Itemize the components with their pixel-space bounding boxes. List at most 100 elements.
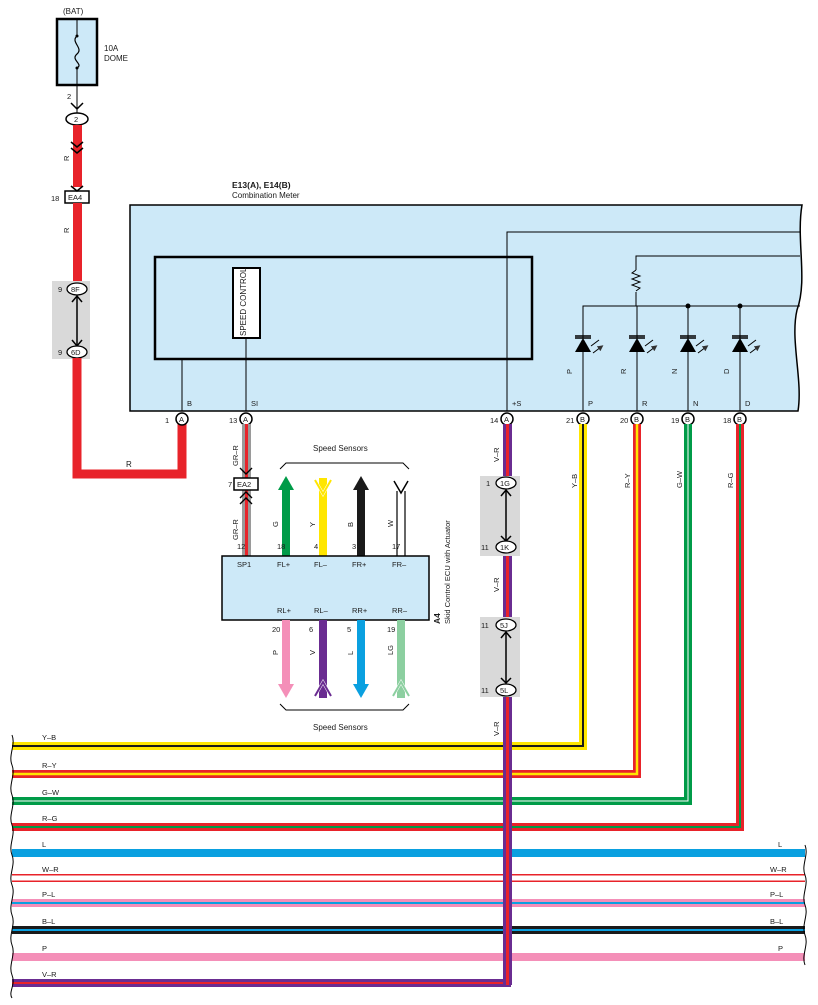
led-label: P xyxy=(565,369,574,374)
meter-pin-name: SI xyxy=(251,399,258,408)
connector-1k xyxy=(495,540,517,554)
c6d-name: 6D xyxy=(71,348,81,357)
meter-pin-name: R xyxy=(642,399,648,408)
ecu-pin-name: FR+ xyxy=(352,560,367,569)
ecu-pin-num: 4 xyxy=(314,542,318,551)
junction-dot xyxy=(685,303,691,309)
meter-pin-1: B 1 A xyxy=(165,399,192,426)
led-icon-r: R xyxy=(619,335,655,374)
speed-sensors-top-label: Speed Sensors xyxy=(313,444,368,453)
meter-subtitle: Combination Meter xyxy=(232,191,300,200)
meter-pin-conn: A xyxy=(504,415,509,424)
fuse-pin: 2 xyxy=(67,92,71,101)
led-icon-n: N xyxy=(670,335,706,374)
meter-pin-name: +S xyxy=(512,399,521,408)
speed-sensors-bottom-label: Speed Sensors xyxy=(313,723,368,732)
sensor-wire-p: P xyxy=(271,620,294,698)
meter-pin-name: P xyxy=(588,399,593,408)
meter-pin-num: 20 xyxy=(620,416,628,425)
sensor-wire-w: W xyxy=(386,480,409,556)
c5l-name: 5L xyxy=(500,686,508,695)
ecu-pin-name: RR– xyxy=(392,606,408,615)
bus-label-left: L xyxy=(42,840,46,849)
c5l-pin: 11 xyxy=(481,686,489,695)
c8f-name: 8F xyxy=(71,285,80,294)
sensor-wire-label: Y xyxy=(308,522,317,527)
sensor-wire-label: G xyxy=(271,521,280,527)
skid-control-ecu xyxy=(221,555,430,621)
junction-pin: 2 xyxy=(74,115,78,124)
ecu-pin-name: RL+ xyxy=(277,606,292,615)
ecu-pin-num: 3 xyxy=(352,542,356,551)
meter-pin-name: D xyxy=(745,399,751,408)
ecu-pin-name: RL– xyxy=(314,606,329,615)
bus-label-left: G–W xyxy=(42,788,60,797)
c6d-pin: 9 xyxy=(58,348,62,357)
ecu-pin-num: 17 xyxy=(392,542,400,551)
sensor-wire-b: B xyxy=(346,476,369,556)
ecu-pin-num: 19 xyxy=(387,625,395,634)
break-line-left xyxy=(10,734,14,999)
led-icon-p: P xyxy=(565,335,601,374)
wire-gr-r xyxy=(242,424,251,560)
meter-pin-conn: B xyxy=(685,415,690,424)
ea4-name: EA4 xyxy=(68,193,82,202)
wire-y-b xyxy=(12,424,587,750)
ecu-pin-name: FR– xyxy=(392,560,407,569)
meter-pin-num: 14 xyxy=(490,416,498,425)
sensor-wire-g: G xyxy=(271,476,294,556)
led-label: N xyxy=(670,369,679,374)
break-line-right xyxy=(803,844,807,966)
wire-v-r-overlay xyxy=(503,697,512,985)
meter-pin-num: 18 xyxy=(723,416,731,425)
wire-label-gr-r-2: GR–R xyxy=(231,519,240,540)
bus-label-left: V–R xyxy=(42,970,57,979)
junction-dot xyxy=(737,303,743,309)
sensor-wire-label: LG xyxy=(386,645,395,655)
meter-pin-conn: A xyxy=(179,415,184,424)
meter-pin-conn: B xyxy=(634,415,639,424)
ecu-pin-name: FL– xyxy=(314,560,328,569)
resistor-icon xyxy=(630,269,642,292)
sensor-wire-label: B xyxy=(346,522,355,527)
meter-pin-num: 1 xyxy=(165,416,169,425)
wire-label-v-r-1: V–R xyxy=(492,447,501,462)
led-label: D xyxy=(722,368,731,374)
bus-label-right: L xyxy=(778,840,782,849)
ecu-pin-num: 20 xyxy=(272,625,280,634)
ecu-pin-name: SP1 xyxy=(237,560,251,569)
wire-label-y-b: Y–B xyxy=(570,474,579,488)
bus-label-left: B–L xyxy=(42,917,55,926)
sensor-wire-lg: LG xyxy=(386,620,411,698)
ea2-pin: 7 xyxy=(228,480,232,489)
bus-label-left: W–R xyxy=(42,865,59,874)
wire-red-top xyxy=(73,125,82,187)
sensor-wire-label: W xyxy=(386,519,395,527)
led-icon-d: D xyxy=(722,335,758,374)
bus-label-left: P–L xyxy=(42,890,55,899)
meter-title: E13(A), E14(B) xyxy=(232,180,291,190)
bus-label-right: W–R xyxy=(770,865,787,874)
meter-pin-connector xyxy=(175,412,189,426)
led-label: R xyxy=(619,368,628,374)
ecu-pin-name: FL+ xyxy=(277,560,291,569)
sensor-wire-label: P xyxy=(271,650,280,655)
ea2-name: EA2 xyxy=(237,480,251,489)
ecu-pin-num: 5 xyxy=(347,625,351,634)
speed-control-label: SPEED CONTROL xyxy=(239,267,248,336)
wire-r-g xyxy=(12,424,744,831)
sensor-wire-v: V xyxy=(308,620,333,698)
ecu-pin-num: 18 xyxy=(277,542,285,551)
wire-label-v-r-2: V–R xyxy=(492,577,501,592)
meter-pin-14: +S 14 A xyxy=(490,399,521,426)
meter-pin-name: B xyxy=(187,399,192,408)
meter-internal-wiring xyxy=(181,231,800,411)
meter-inner-block xyxy=(153,255,534,361)
